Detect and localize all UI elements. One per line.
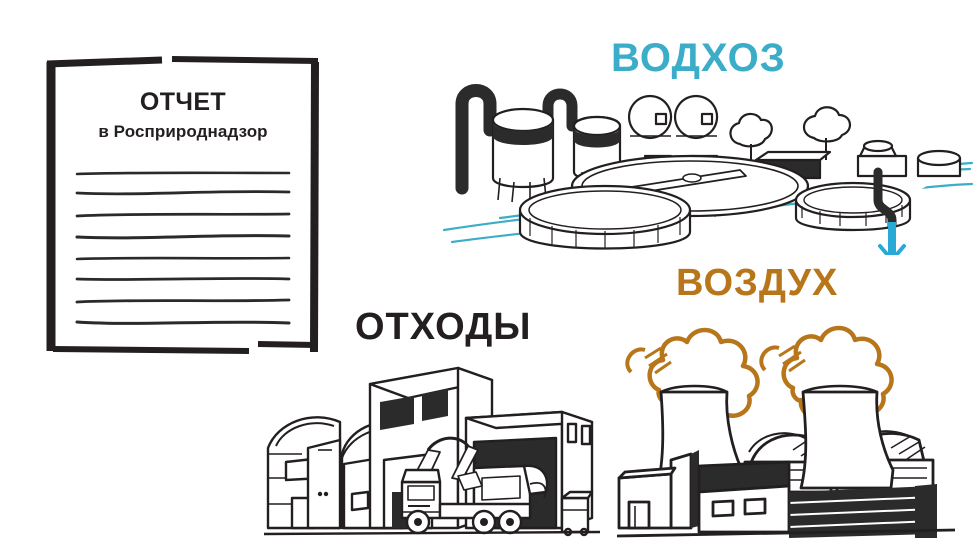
water-treatment-illustration [440,60,974,262]
air-emissions-illustration [615,296,963,548]
report-title: ОТЧЕТ [139,88,227,116]
section-heading-water: ВОДХОЗ [611,36,786,80]
report-document-outline [46,56,319,354]
waste-facility-illustration [262,358,602,548]
report-document: ОТЧЕТ в Росприроднадзор [44,56,322,356]
section-heading-air: ВОЗДУХ [676,262,839,304]
section-heading-waste: ОТХОДЫ [355,306,532,348]
report-subtitle: в Росприроднадзор [98,122,268,141]
